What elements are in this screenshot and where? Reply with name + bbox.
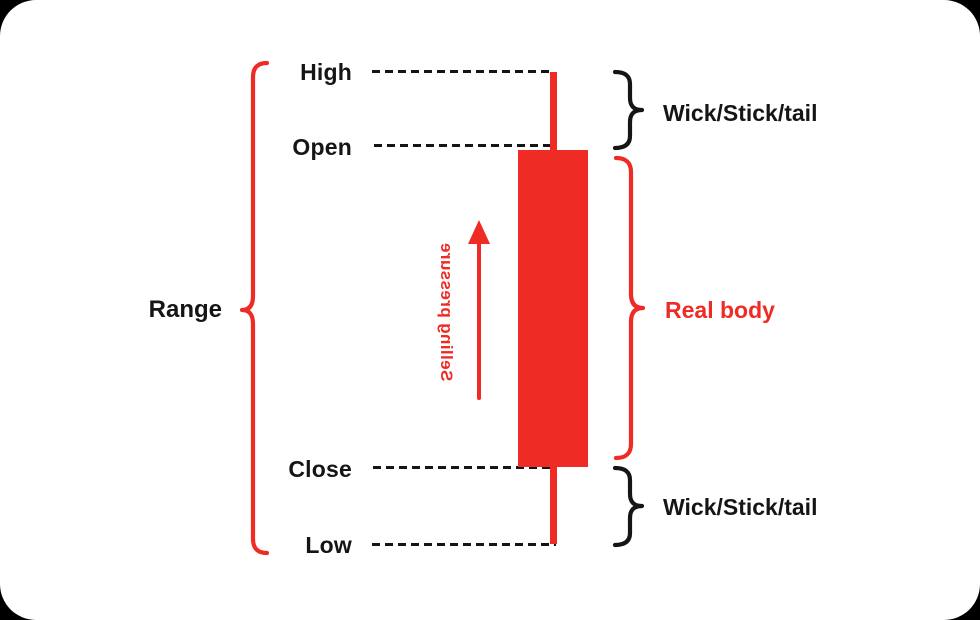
low-dashed-line (372, 543, 556, 546)
upper-wick (550, 72, 557, 150)
range-label: Range (148, 296, 222, 323)
selling-pressure-arrow-shaft (477, 240, 481, 400)
real-body-brace-icon (613, 155, 646, 461)
open-dashed-line (374, 144, 550, 147)
close-label: Close (288, 456, 352, 482)
open-label: Open (292, 134, 352, 160)
high-dashed-line (372, 70, 552, 73)
close-dashed-line (373, 466, 550, 469)
high-label: High (300, 59, 352, 85)
lower-wick-label: Wick/Stick/tail (663, 494, 818, 520)
lower-wick-brace-icon (612, 465, 645, 548)
candle-real-body (518, 150, 588, 467)
selling-pressure-arrow-head-icon (468, 220, 490, 244)
range-brace-icon (239, 60, 270, 556)
lower-wick (550, 467, 557, 544)
upper-wick-brace-icon (612, 69, 645, 151)
low-label: Low (305, 532, 352, 558)
upper-wick-label: Wick/Stick/tail (663, 100, 818, 126)
selling-pressure-label: Selling pressure (437, 242, 456, 382)
real-body-label: Real body (665, 297, 775, 323)
